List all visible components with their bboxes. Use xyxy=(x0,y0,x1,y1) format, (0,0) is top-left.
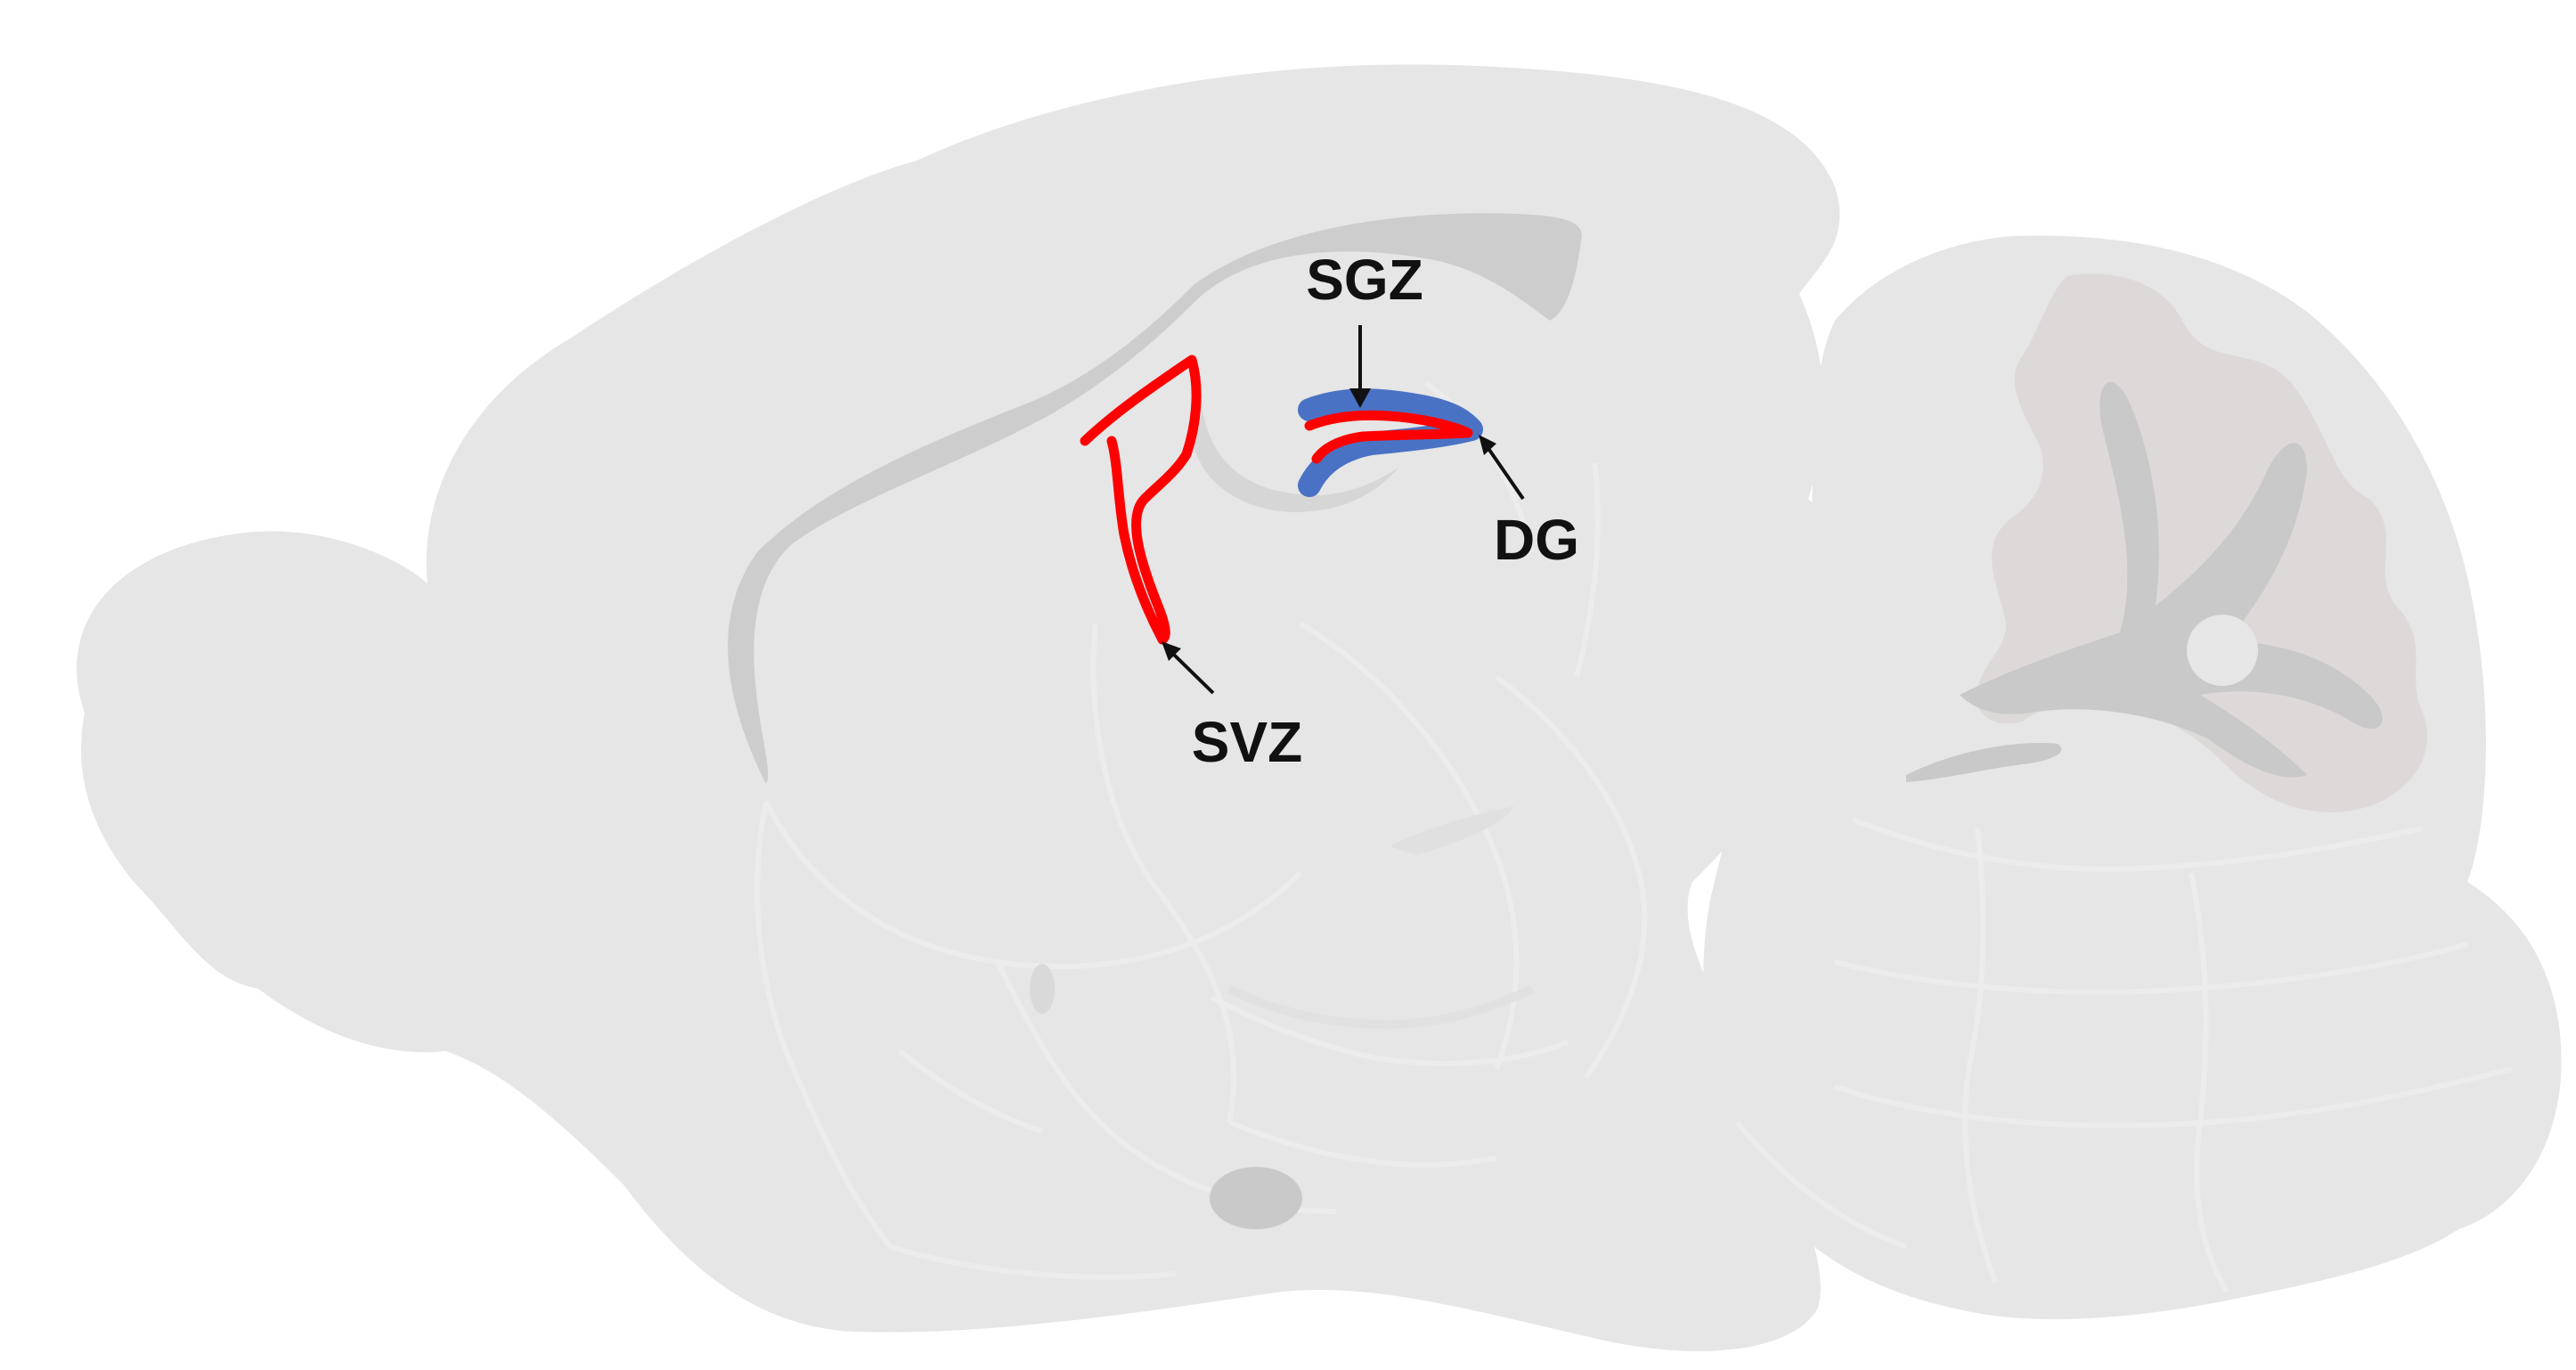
svz-arrow xyxy=(1162,641,1215,695)
sgz-label: SGZ xyxy=(1306,248,1423,312)
brainstem-tract xyxy=(1390,806,1514,855)
fourth-ventricle-spot xyxy=(2187,615,2258,686)
cerebrum-shape xyxy=(77,64,1844,1351)
cerebellum-folia xyxy=(1906,273,2428,812)
sgz-arrow xyxy=(1349,325,1371,408)
arbor-vitae xyxy=(1960,381,2383,778)
cerebellar-peduncle xyxy=(1906,743,2062,782)
hypothalamus-spot xyxy=(1210,1167,1302,1229)
region-boundaries xyxy=(754,380,2513,1293)
svz-label: SVZ xyxy=(1192,710,1302,774)
sgz-line xyxy=(1304,410,1473,464)
lateral-ventricle xyxy=(728,213,1582,784)
ventricles xyxy=(728,213,1582,1229)
dg-label: DG xyxy=(1494,508,1579,572)
dg-arrow xyxy=(1479,435,1525,501)
annotation-arrows xyxy=(1162,325,1525,695)
dentate-gyrus-band xyxy=(1298,388,1483,497)
small-nucleus xyxy=(1030,964,1055,1014)
svz-line xyxy=(1080,355,1202,645)
fimbria xyxy=(1194,410,1398,512)
